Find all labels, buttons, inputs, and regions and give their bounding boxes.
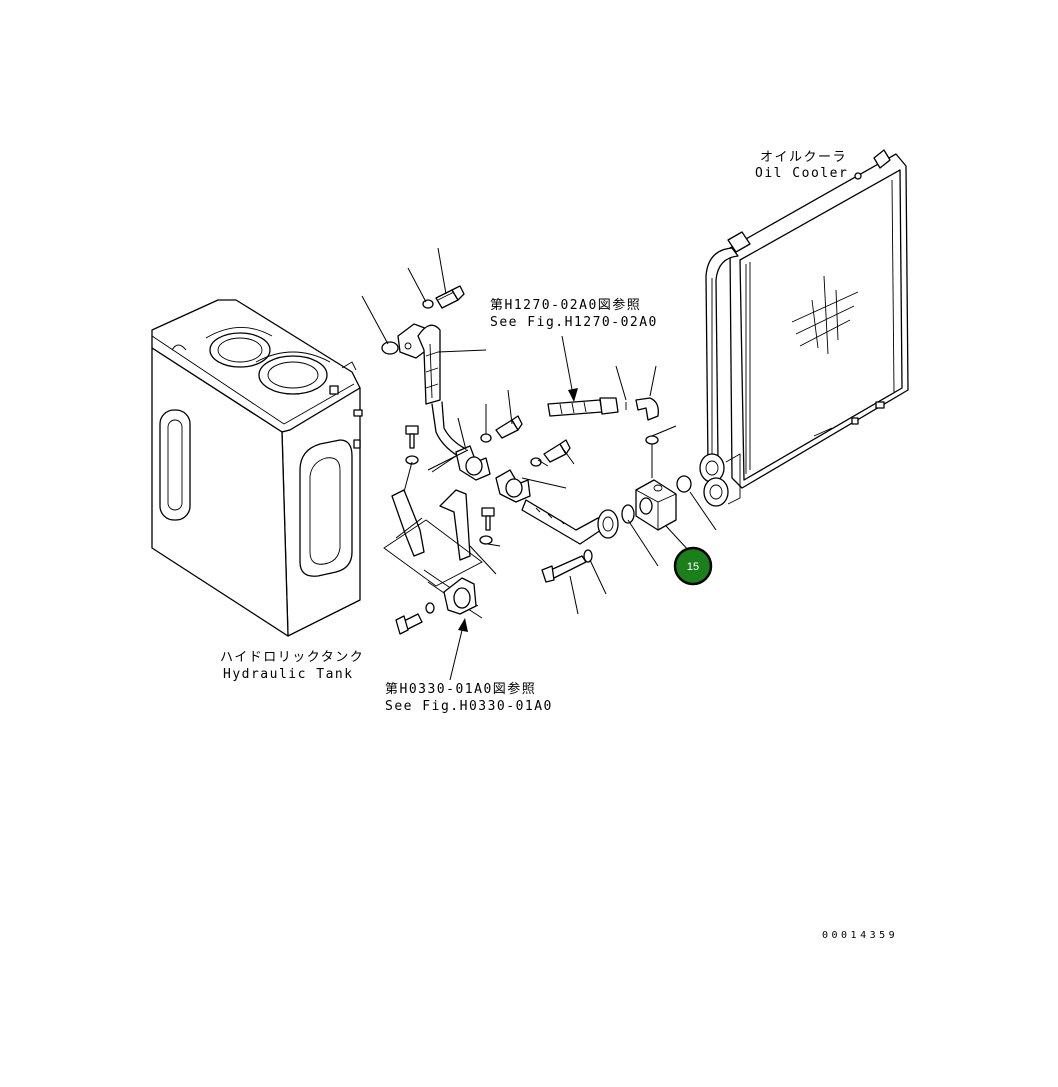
washer bbox=[530, 457, 542, 467]
washer bbox=[480, 433, 492, 443]
ref-h0330-label-jp: 第H0330-01A0図参照 bbox=[385, 681, 536, 697]
o-ring bbox=[381, 341, 399, 355]
bolt bbox=[435, 285, 465, 309]
clamp-1 bbox=[455, 445, 491, 481]
bolt bbox=[405, 425, 419, 449]
bolt bbox=[395, 613, 423, 635]
pipe-assembly bbox=[521, 499, 619, 545]
bolt bbox=[495, 415, 523, 439]
o-ring bbox=[645, 435, 659, 445]
part-callout-number: 15 bbox=[687, 561, 699, 573]
bolt bbox=[481, 507, 495, 531]
ref-h0330-label-en: See Fig.H0330-01A0 bbox=[385, 699, 553, 714]
ref-h1270-label-jp: 第H1270-02A0図参照 bbox=[490, 297, 641, 313]
hydraulic-tank bbox=[151, 299, 363, 637]
clamp-2 bbox=[495, 469, 531, 503]
washer bbox=[479, 535, 493, 545]
washer bbox=[425, 602, 435, 614]
connector-block bbox=[635, 479, 677, 531]
leader-lines bbox=[361, 247, 717, 615]
o-ring bbox=[676, 475, 692, 493]
o-ring bbox=[621, 504, 635, 524]
hose-segment bbox=[547, 397, 627, 417]
ref-arrow-h0330 bbox=[449, 618, 468, 681]
washer bbox=[422, 299, 434, 309]
support-bracket bbox=[383, 489, 483, 587]
drawing-number: 00014359 bbox=[822, 930, 898, 941]
elbow-fitting bbox=[635, 397, 659, 421]
part-callout-15[interactable]: 15 bbox=[673, 546, 713, 586]
ref-arrow-h1270 bbox=[561, 335, 578, 402]
oil-cooler bbox=[699, 149, 909, 507]
oil-cooler-label-jp: オイルクーラ bbox=[760, 150, 847, 165]
lower-clamp bbox=[423, 569, 483, 619]
oil-cooler-label-en: Oil Cooler bbox=[755, 166, 848, 181]
hydraulic-tank-label-jp: ハイドロリックタンク bbox=[220, 650, 364, 665]
long-bolt bbox=[541, 555, 587, 583]
washer bbox=[405, 455, 419, 465]
ref-h1270-label-en: See Fig.H1270-02A0 bbox=[490, 315, 658, 330]
washer bbox=[583, 549, 593, 563]
bolt bbox=[543, 439, 571, 463]
upper-elbow-pipe bbox=[397, 323, 465, 457]
hydraulic-tank-label-en: Hydraulic Tank bbox=[223, 667, 354, 682]
